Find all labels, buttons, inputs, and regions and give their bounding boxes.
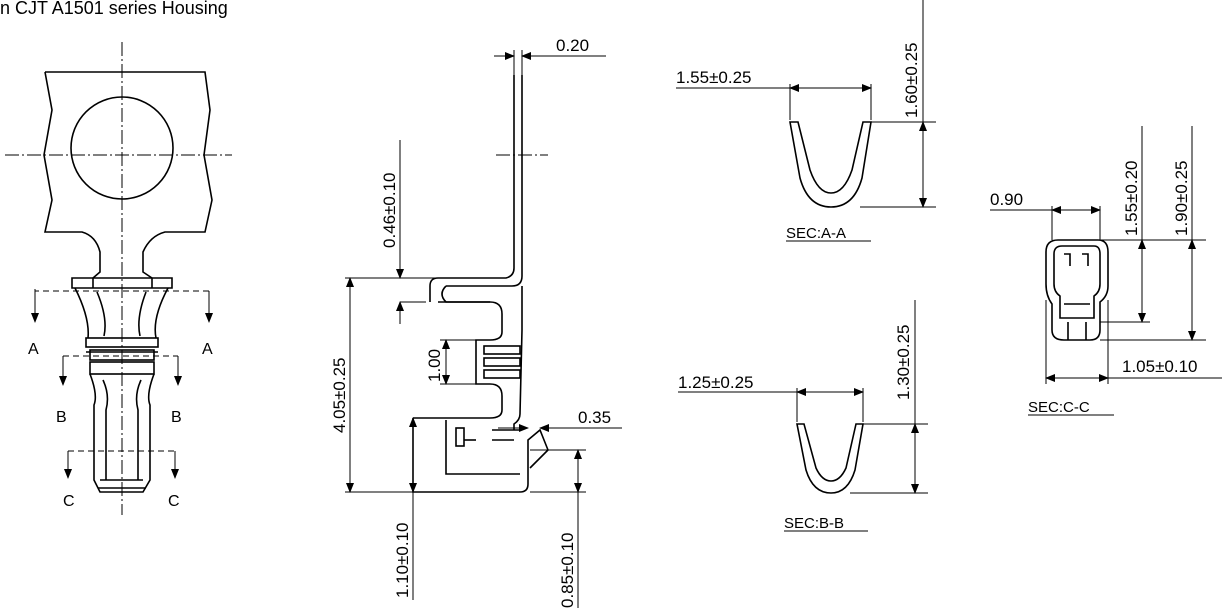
sec-c-width-bottom: 1.05±0.10 (1122, 357, 1198, 376)
sec-c-width-top: 0.90 (990, 190, 1023, 209)
dim-thickness: 0.20 (556, 36, 589, 55)
dim-bottom-left: 1.10±0.10 (393, 522, 412, 598)
sec-c-caption: SEC:C-C (1028, 399, 1090, 416)
section-c-left-label: C (63, 493, 75, 510)
section-b-right-label: B (171, 409, 182, 426)
sec-b-width: 1.25±0.25 (678, 373, 754, 392)
side-view: 0.20 0.46±0.10 4.05±0.25 (330, 36, 622, 608)
sec-c-height-inner: 1.55±0.20 (1122, 160, 1141, 236)
section-b-left-label: B (56, 409, 67, 426)
sec-b-caption: SEC:B-B (784, 515, 844, 532)
dim-lance: 0.35 (578, 408, 611, 427)
dim-crimp-gap: 0.46±0.10 (380, 172, 399, 248)
section-c-view: 0.90 1.55±0.20 1.90±0.25 1.05±0.10 SEC:C… (990, 126, 1222, 416)
dim-body-height: 4.05±0.25 (330, 357, 349, 433)
sec-b-height: 1.30±0.25 (894, 324, 913, 400)
front-view: A A B B C C (5, 42, 232, 515)
dim-bottom-right: 0.85±0.10 (558, 532, 577, 608)
sec-a-caption: SEC:A-A (786, 225, 846, 242)
section-a-left-label: A (28, 341, 39, 358)
section-b-view: 1.25±0.25 1.30±0.25 SEC:B-B (678, 300, 928, 532)
sec-c-height-outer: 1.90±0.25 (1172, 160, 1191, 236)
dim-slot: 1.00 (425, 349, 444, 382)
sec-a-height: 1.60±0.25 (902, 42, 921, 118)
section-c-right-label: C (168, 493, 180, 510)
section-a-right-label: A (202, 341, 213, 358)
section-a-view: 1.55±0.25 1.60±0.25 SEC:A-A (676, 0, 936, 242)
sec-a-width: 1.55±0.25 (676, 68, 752, 87)
drawing-title: n CJT A1501 series Housing (0, 0, 228, 18)
